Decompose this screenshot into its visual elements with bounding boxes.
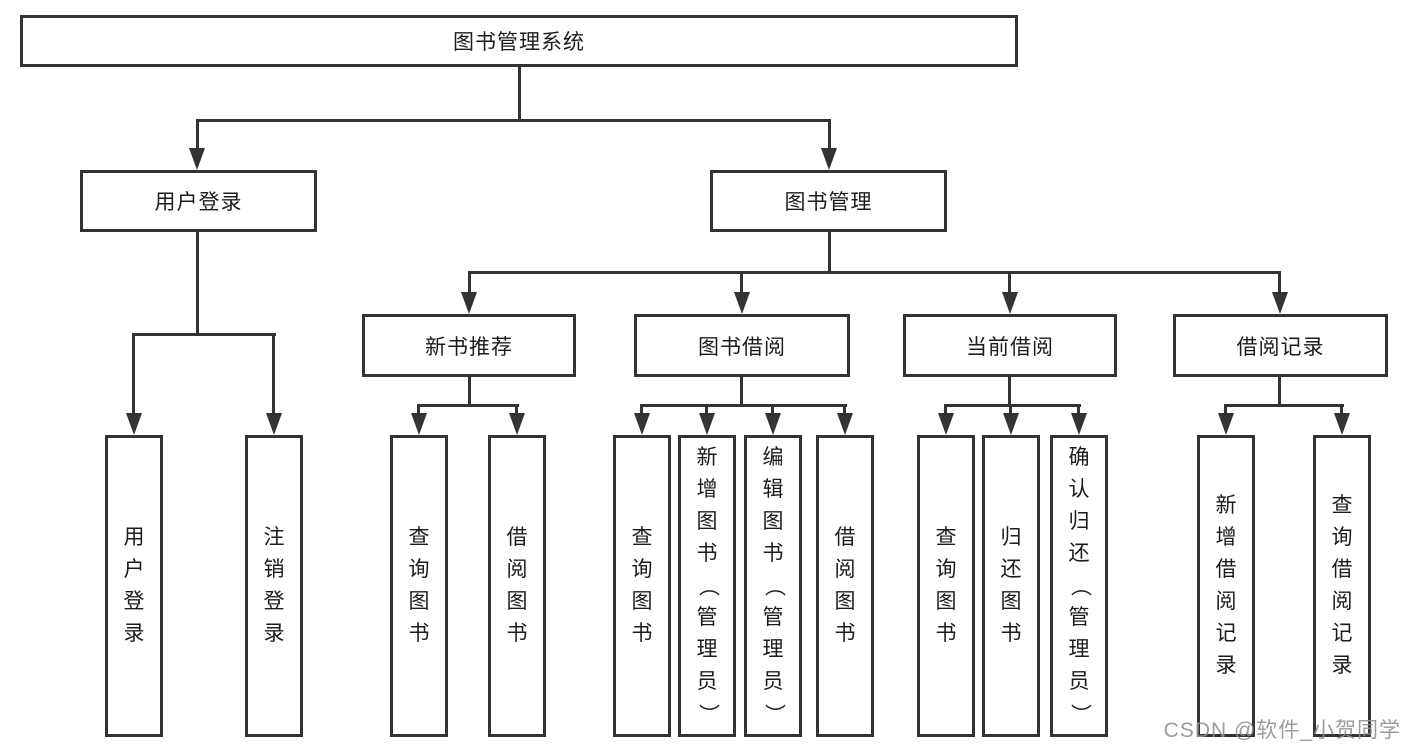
node-book-borrowing: 图书借阅 [634,314,850,377]
node-label: 归还图书 [1000,526,1022,645]
connector-line [944,404,1081,407]
leaf-query-books-recommend: 查询图书 [390,435,448,737]
connector-line [468,377,471,407]
connector-line [1008,377,1011,407]
node-book-management: 图书管理 [710,170,947,232]
arrowhead-down-icon [821,148,837,170]
node-new-book-recommendation: 新书推荐 [362,314,576,377]
connector-line [132,333,135,417]
connector-line [518,67,521,122]
node-library-management-system: 图书管理系统 [20,15,1018,67]
connector-line [515,404,518,417]
leaf-query-books-borrowing: 查询图书 [613,435,671,737]
connector-line [828,119,831,152]
node-label: 用户登录 [123,526,145,645]
node-label: 注销登录 [263,526,285,645]
connector-line [272,333,275,417]
arrowhead-down-icon [1071,413,1087,435]
connector-line [196,119,199,152]
arrowhead-down-icon [1334,413,1350,435]
node-label: 借阅图书 [834,526,856,645]
node-label: 编辑图书（管理员） [762,446,785,725]
arrowhead-down-icon [734,292,750,314]
node-label: 借阅记录 [1236,335,1325,359]
leaf-confirm-return-admin: 确认归还（管理员） [1050,435,1108,737]
node-label: 确认归还（管理员） [1068,446,1091,725]
connector-line [468,271,471,296]
node-label: 查询图书 [408,526,430,645]
node-label: 图书管理系统 [453,31,585,54]
leaf-edit-books-admin: 编辑图书（管理员） [744,435,802,737]
connector-line [640,404,643,417]
connector-line [1009,404,1012,417]
node-label: 新书推荐 [425,335,513,359]
connector-line [843,404,846,417]
arrowhead-down-icon [1003,413,1019,435]
connector-line [1340,404,1343,417]
arrowhead-down-icon [1272,292,1288,314]
node-label: 图书借阅 [698,335,786,359]
connector-line [740,377,743,407]
leaf-return-books: 归还图书 [982,435,1040,737]
arrowhead-down-icon [699,413,715,435]
connector-line [705,404,708,417]
leaf-query-books-current: 查询图书 [917,435,975,737]
arrowhead-down-icon [938,413,954,435]
arrowhead-down-icon [1218,413,1234,435]
connector-line [1278,377,1281,407]
connector-line [641,404,847,407]
connector-line [1224,404,1227,417]
connector-line [196,119,831,122]
connector-line [196,232,199,336]
node-current-borrowing: 当前借阅 [903,314,1117,377]
arrowhead-down-icon [126,413,142,435]
connector-line [1077,404,1080,417]
arrowhead-down-icon [266,413,282,435]
node-label: 当前借阅 [966,335,1054,359]
connector-line [1278,271,1281,296]
connector-line [740,271,743,296]
connector-line [468,271,1281,274]
arrowhead-down-icon [411,413,427,435]
node-label: 借阅图书 [506,526,528,645]
connector-line [771,404,774,417]
arrowhead-down-icon [1002,292,1018,314]
leaf-add-borrow-record: 新增借阅记录 [1197,435,1255,737]
connector-line [417,404,420,417]
leaf-logout: 注销登录 [245,435,303,737]
node-user-login: 用户登录 [80,170,317,232]
leaf-borrow-books: 借阅图书 [816,435,874,737]
arrowhead-down-icon [765,413,781,435]
connector-line [828,232,831,274]
leaf-borrow-books-recommend: 借阅图书 [488,435,546,737]
arrowhead-down-icon [837,413,853,435]
node-label: 查询借阅记录 [1331,494,1353,677]
node-borrowing-records: 借阅记录 [1173,314,1388,377]
arrowhead-down-icon [189,148,205,170]
node-label: 用户登录 [154,191,243,214]
leaf-query-borrow-record: 查询借阅记录 [1313,435,1371,737]
connector-line [133,333,276,336]
leaf-user-login: 用户登录 [105,435,163,737]
connector-line [1224,404,1344,407]
node-label: 图书管理 [784,191,873,214]
arrowhead-down-icon [461,292,477,314]
leaf-add-books-admin: 新增图书（管理员） [678,435,736,737]
node-label: 查询图书 [631,526,653,645]
arrowhead-down-icon [634,413,650,435]
arrowhead-down-icon [509,413,525,435]
connector-line [1008,271,1011,296]
node-label: 查询图书 [935,526,957,645]
node-label: 新增图书（管理员） [696,446,719,725]
connector-line [418,404,519,407]
node-label: 新增借阅记录 [1215,494,1237,677]
connector-line [944,404,947,417]
csdn-watermark: CSDN @软件_小贺同学 [1163,719,1401,742]
